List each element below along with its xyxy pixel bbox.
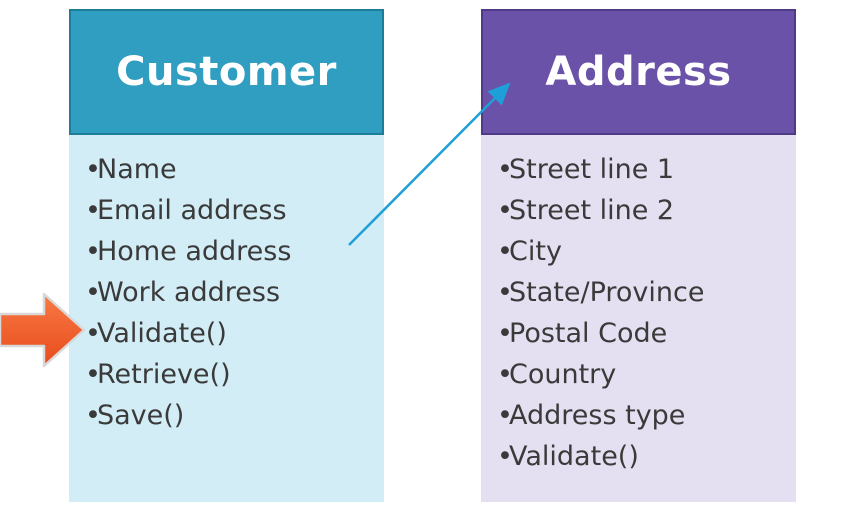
customer-member-save: •Save() xyxy=(85,395,384,436)
bullet-icon: • xyxy=(85,400,101,431)
address-member-city: •City xyxy=(497,231,796,272)
bullet-icon: • xyxy=(85,318,101,349)
customer-member-work-address: •Work address xyxy=(85,272,384,313)
customer-member-list: •Name •Email address •Home address •Work… xyxy=(69,135,384,436)
customer-member-retrieve: •Retrieve() xyxy=(85,354,384,395)
bullet-icon: • xyxy=(497,277,513,308)
customer-class-box: Customer •Name •Email address •Home addr… xyxy=(69,9,384,502)
address-member-address-type: •Address type xyxy=(497,395,796,436)
bullet-icon: • xyxy=(85,236,101,267)
address-class-box: Address •Street line 1 •Street line 2 •C… xyxy=(481,9,796,502)
customer-member-validate: •Validate() xyxy=(85,313,384,354)
address-member-postal-code: •Postal Code xyxy=(497,313,796,354)
customer-member-home-address: •Home address xyxy=(85,231,384,272)
bullet-icon: • xyxy=(497,441,513,472)
bullet-icon: • xyxy=(85,277,101,308)
bullet-icon: • xyxy=(497,400,513,431)
address-member-validate: •Validate() xyxy=(497,436,796,477)
address-member-state-province: •State/Province xyxy=(497,272,796,313)
bullet-icon: • xyxy=(85,154,101,185)
bullet-icon: • xyxy=(497,154,513,185)
address-member-list: •Street line 1 •Street line 2 •City •Sta… xyxy=(481,135,796,477)
address-class-title: Address xyxy=(481,9,796,135)
association-arrow-line xyxy=(348,82,511,246)
address-member-street-line-2: •Street line 2 xyxy=(497,190,796,231)
bullet-icon: • xyxy=(497,318,513,349)
customer-member-name: •Name xyxy=(85,149,384,190)
customer-member-email-address: •Email address xyxy=(85,190,384,231)
bullet-icon: • xyxy=(497,236,513,267)
customer-class-title: Customer xyxy=(69,9,384,135)
address-member-street-line-1: •Street line 1 xyxy=(497,149,796,190)
address-member-country: •Country xyxy=(497,354,796,395)
bullet-icon: • xyxy=(497,195,513,226)
pointer-arrow-icon xyxy=(0,292,86,368)
bullet-icon: • xyxy=(497,359,513,390)
bullet-icon: • xyxy=(85,359,101,390)
bullet-icon: • xyxy=(85,195,101,226)
